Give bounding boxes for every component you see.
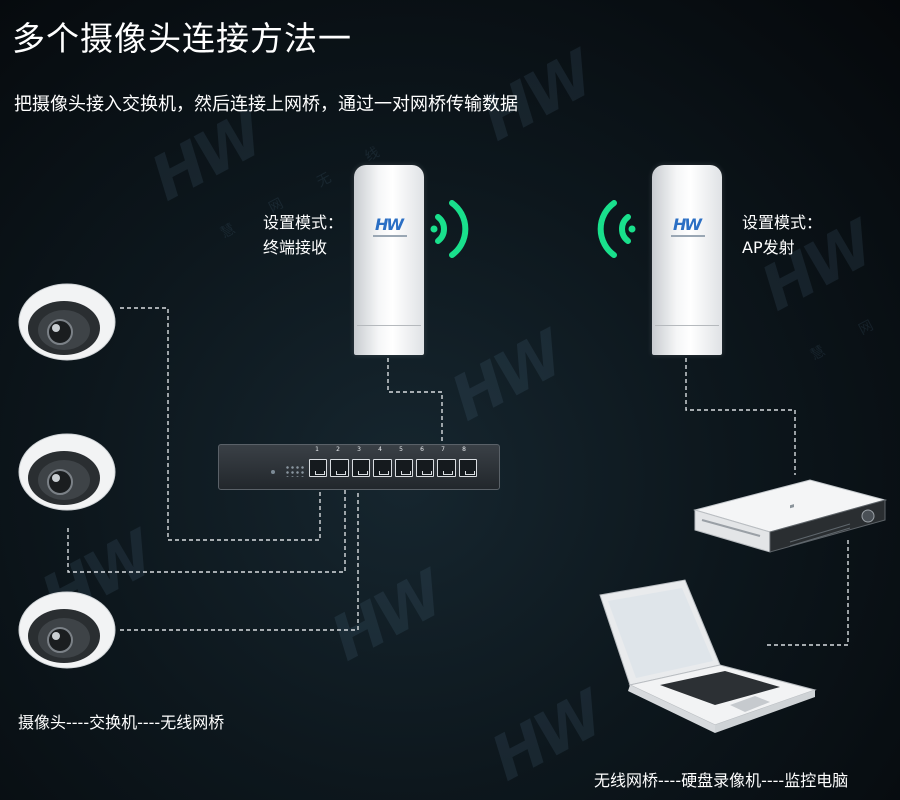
port-number: 3 bbox=[357, 446, 361, 453]
wire-nvr-laptop bbox=[765, 540, 849, 646]
bridge-brand: HW bbox=[673, 215, 702, 234]
switch-ports bbox=[309, 459, 477, 481]
wire-camera-3 bbox=[120, 488, 359, 631]
wifi-signal-left-icon bbox=[430, 200, 469, 258]
switch-port bbox=[458, 459, 477, 477]
power-led-icon bbox=[271, 470, 275, 474]
switch-port bbox=[415, 459, 435, 477]
switch-port bbox=[373, 459, 392, 477]
wireless-bridge-left: HW bbox=[354, 165, 424, 355]
port-number: 5 bbox=[399, 446, 403, 453]
mode-label: 设置模式： bbox=[742, 213, 823, 232]
nvr-recorder-icon bbox=[693, 479, 887, 553]
laptop-monitor-icon bbox=[599, 579, 817, 733]
switch-port bbox=[351, 459, 371, 477]
wire-bridge-left bbox=[387, 358, 443, 448]
page-subtitle: 把摄像头接入交换机，然后连接上网桥，通过一对网桥传输数据 bbox=[14, 94, 518, 115]
wire-camera-2 bbox=[67, 488, 346, 573]
port-number: 2 bbox=[336, 446, 340, 453]
switch-port-numbers: 1 2 3 4 5 6 7 8 bbox=[308, 446, 476, 453]
dome-camera-icon bbox=[18, 433, 116, 511]
switch-port bbox=[394, 459, 413, 477]
bridge-brand: HW bbox=[375, 215, 404, 234]
dome-camera-icon bbox=[18, 283, 116, 361]
wire-bridge-right bbox=[685, 358, 796, 475]
mode-value: AP发射 bbox=[742, 238, 795, 257]
caption-left: 摄像头----交换机----无线网桥 bbox=[18, 713, 225, 732]
status-leds-icon bbox=[285, 465, 305, 477]
port-number: 4 bbox=[378, 446, 382, 453]
wireless-bridge-right: HW bbox=[652, 165, 722, 355]
port-number: 7 bbox=[441, 446, 445, 453]
switch-port bbox=[330, 459, 349, 477]
page-title: 多个摄像头连接方法一 bbox=[12, 19, 352, 58]
mode-value: 终端接收 bbox=[263, 238, 328, 257]
port-number: 8 bbox=[462, 446, 466, 453]
bridge-right-mode: 设置模式： AP发射 bbox=[742, 210, 822, 260]
dome-camera-icon bbox=[18, 591, 116, 669]
wifi-signal-right-icon bbox=[597, 200, 636, 258]
bridge-left-mode: 设置模式： 终端接收 bbox=[263, 210, 343, 260]
network-switch bbox=[218, 444, 500, 490]
port-number: 6 bbox=[420, 446, 424, 453]
caption-right: 无线网桥----硬盘录像机----监控电脑 bbox=[594, 771, 849, 790]
wire-camera-1 bbox=[120, 307, 321, 541]
switch-port bbox=[309, 459, 328, 477]
port-number: 1 bbox=[315, 446, 319, 453]
switch-port bbox=[437, 459, 456, 477]
mode-label: 设置模式： bbox=[263, 213, 344, 232]
